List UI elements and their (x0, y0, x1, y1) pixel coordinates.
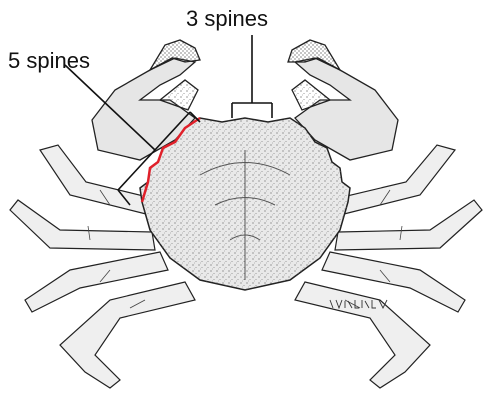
top-spines-bracket (232, 35, 272, 118)
label-five-spines: 5 spines (8, 50, 90, 72)
left-leg-4 (60, 282, 195, 388)
right-leg-4 (295, 282, 430, 388)
label-three-spines: 3 spines (186, 8, 268, 30)
